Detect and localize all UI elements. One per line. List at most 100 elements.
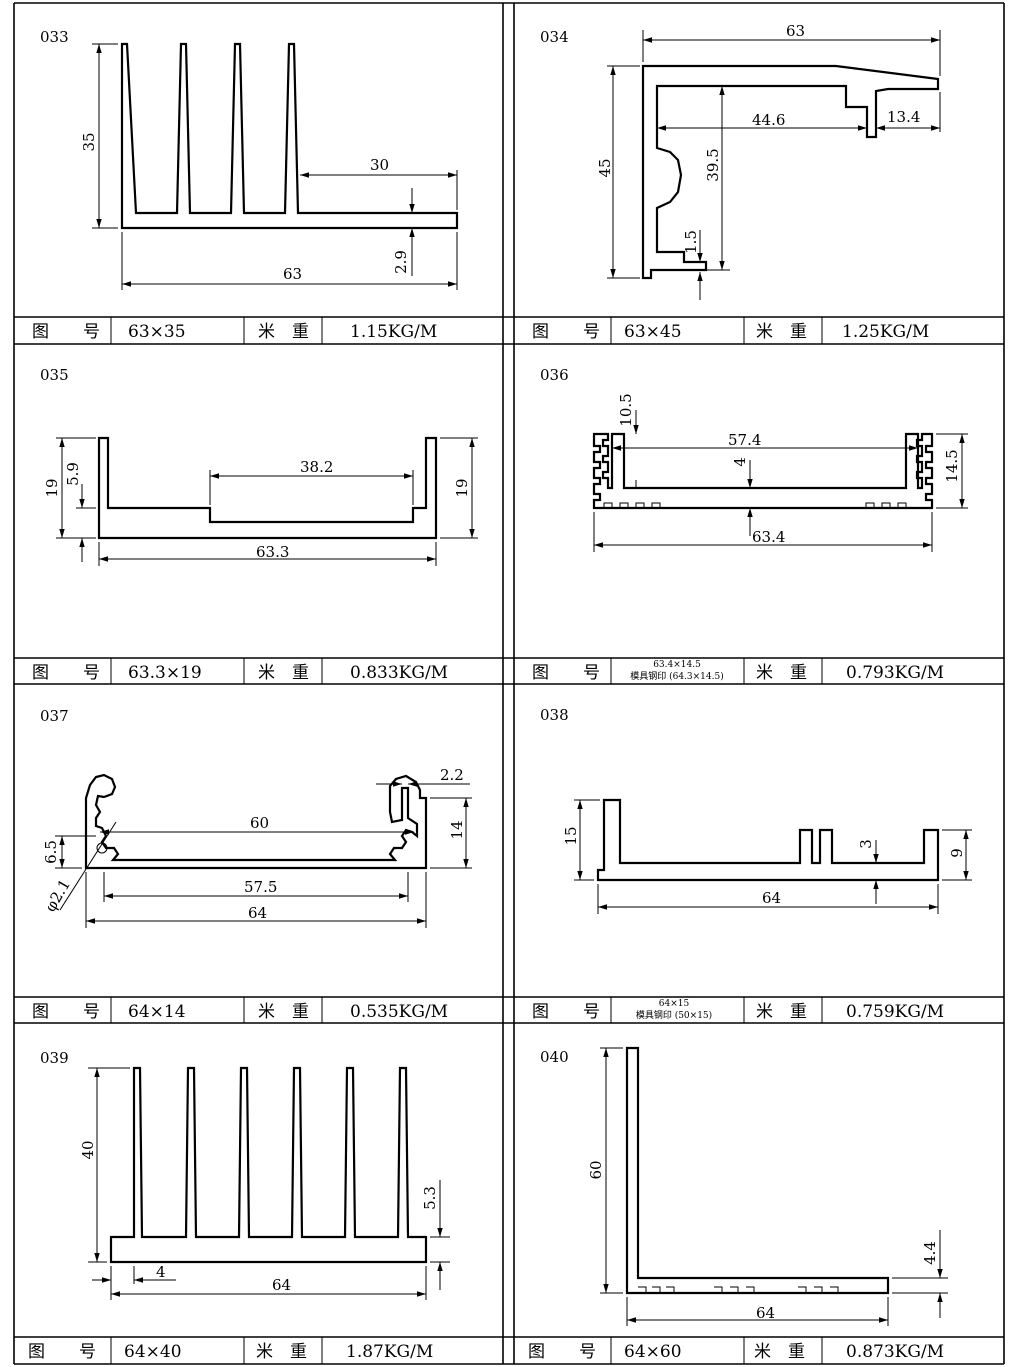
dim-thickness: 2.9 (392, 250, 410, 274)
dim-height: 9 (948, 848, 966, 858)
size-value: 63×35 (128, 322, 186, 342)
dim-lip: 13.4 (887, 108, 920, 126)
profile-outline (592, 432, 934, 510)
dim-hook-gap: 2.2 (440, 766, 464, 784)
spec-table-036: 图 号 63.4×14.5 模具钢印 (64.3×14.5) 米 重 0.793… (532, 660, 944, 683)
profile-id: 035 (40, 366, 69, 384)
spec-table-035: 图 号 63.3×19 米 重 0.833KG/M (32, 663, 448, 683)
profile-id: 036 (540, 366, 569, 384)
spec-table-033: 图 号 63×35 米 重 1.15KG/M (32, 322, 437, 342)
bottom-grooves (603, 502, 907, 508)
weight-value: 0.873KG/M (846, 1342, 944, 1362)
weight-label: 米 重 (258, 663, 309, 683)
profile-037: 037 2.2 60 14 6.5 57.5 64 φ2.1 (40, 707, 472, 928)
dim-hole-height: 6.5 (42, 840, 60, 864)
weight-value: 0.759KG/M (846, 1002, 944, 1022)
size-value: 64×40 (124, 1342, 182, 1362)
dim-width: 64 (762, 889, 781, 907)
dim-thickness: 4 (731, 457, 749, 467)
drawing-no-label: 图 号 (32, 663, 100, 683)
spec-table-039: 图 号 64×40 米 重 1.87KG/M (28, 1342, 433, 1362)
size-value: 63.3×19 (128, 663, 202, 683)
drawing-no-label: 图 号 (28, 1342, 96, 1362)
weight-label: 米 重 (756, 663, 807, 683)
sheet-grid (13, 2, 1005, 1365)
size-value-line1: 63.4×14.5 (653, 660, 701, 670)
profile-038: 038 15 3 9 64 (540, 706, 972, 914)
bottom-grooves (638, 1286, 839, 1293)
spec-table-034: 图 号 63×45 米 重 1.25KG/M (532, 322, 929, 342)
spec-table-038: 图 号 64×15 模具钢印 (50×15) 米 重 0.759KG/M (532, 999, 944, 1022)
profile-outline (641, 64, 940, 280)
drawing-no-label: 图 号 (32, 1002, 100, 1022)
weight-value: 0.833KG/M (350, 663, 448, 683)
weight-value: 0.793KG/M (846, 663, 944, 683)
dim-width: 63.4 (752, 528, 785, 546)
profile-id: 033 (40, 28, 69, 46)
dim-width: 64 (248, 904, 267, 922)
dim-inner-width: 44.6 (752, 111, 785, 129)
weight-label: 米 重 (756, 322, 807, 342)
spec-table-037: 图 号 64×14 米 重 0.535KG/M (32, 1002, 448, 1022)
size-value: 64×14 (128, 1002, 186, 1022)
profile-outline (625, 1046, 890, 1295)
profile-id: 037 (40, 707, 69, 725)
dim-flange: 30 (370, 156, 389, 174)
weight-label: 米 重 (256, 1342, 307, 1362)
profile-034: 034 63 45 44.6 13.4 39.5 1.5 (540, 22, 941, 300)
weight-label: 米 重 (258, 1002, 309, 1022)
dim-step: 5.9 (64, 462, 82, 486)
profile-outline (596, 798, 940, 882)
dim-edge: 4 (156, 1263, 166, 1281)
profile-039: 039 40 5.3 4 64 (40, 1049, 450, 1300)
weight-value: 1.87KG/M (346, 1342, 433, 1362)
dim-width: 63 (283, 265, 302, 283)
dim-inner-width: 60 (250, 814, 269, 832)
dim-height: 35 (80, 132, 98, 151)
dim-height: 60 (587, 1160, 605, 1179)
weight-label: 米 重 (754, 1342, 805, 1362)
dim-width: 64 (272, 1276, 291, 1294)
profile-id: 034 (540, 28, 569, 46)
profile-036: 036 10.5 57.4 4 14.5 63.4 (540, 366, 968, 552)
dim-height: 45 (596, 158, 614, 177)
dim-thickness: 1.5 (682, 230, 700, 254)
size-value-line1: 64×15 (659, 999, 690, 1009)
dim-inner-height: 39.5 (704, 148, 722, 181)
drawing-no-label: 图 号 (532, 663, 600, 683)
dim-height-right: 19 (453, 478, 471, 497)
drawing-no-label: 图 号 (532, 322, 600, 342)
profile-033: 033 63 35 30 2.9 (40, 28, 459, 290)
size-value-line2: 模具钢印 (64.3×14.5) (630, 670, 724, 682)
spec-table-040: 图 号 64×60 米 重 0.873KG/M (528, 1342, 944, 1362)
weight-value: 1.25KG/M (842, 322, 929, 342)
profile-035: 035 38.2 63.3 19 5.9 19 (40, 366, 478, 566)
weight-value: 1.15KG/M (350, 322, 437, 342)
profile-id: 039 (40, 1049, 69, 1067)
dim-height-left: 19 (43, 478, 61, 497)
dim-height: 14 (448, 820, 466, 839)
dim-channel-width: 38.2 (300, 458, 333, 476)
dim-thickness: 3 (857, 839, 875, 849)
dim-base-width: 57.5 (244, 878, 277, 896)
drawing-no-label: 图 号 (528, 1342, 596, 1362)
weight-value: 0.535KG/M (350, 1002, 448, 1022)
profile-outline (120, 42, 459, 230)
dim-height: 40 (79, 1140, 97, 1159)
screw-hole (96, 842, 108, 854)
weight-label: 米 重 (756, 1002, 807, 1022)
profile-040: 040 60 4.4 64 (540, 1046, 948, 1326)
dim-fin-height: 10.5 (617, 393, 635, 426)
drawing-no-label: 图 号 (532, 1002, 600, 1022)
size-value-line2: 模具钢印 (50×15) (636, 1009, 712, 1021)
weight-label: 米 重 (258, 322, 309, 342)
dim-wall-height: 15 (562, 826, 580, 845)
profile-outline (97, 436, 438, 540)
dim-height: 14.5 (943, 449, 961, 482)
size-value: 64×60 (624, 1342, 682, 1362)
dim-width: 64 (756, 1304, 775, 1322)
profile-id: 040 (540, 1048, 569, 1066)
dim-width: 63.3 (256, 543, 289, 561)
size-value: 63×45 (624, 322, 682, 342)
